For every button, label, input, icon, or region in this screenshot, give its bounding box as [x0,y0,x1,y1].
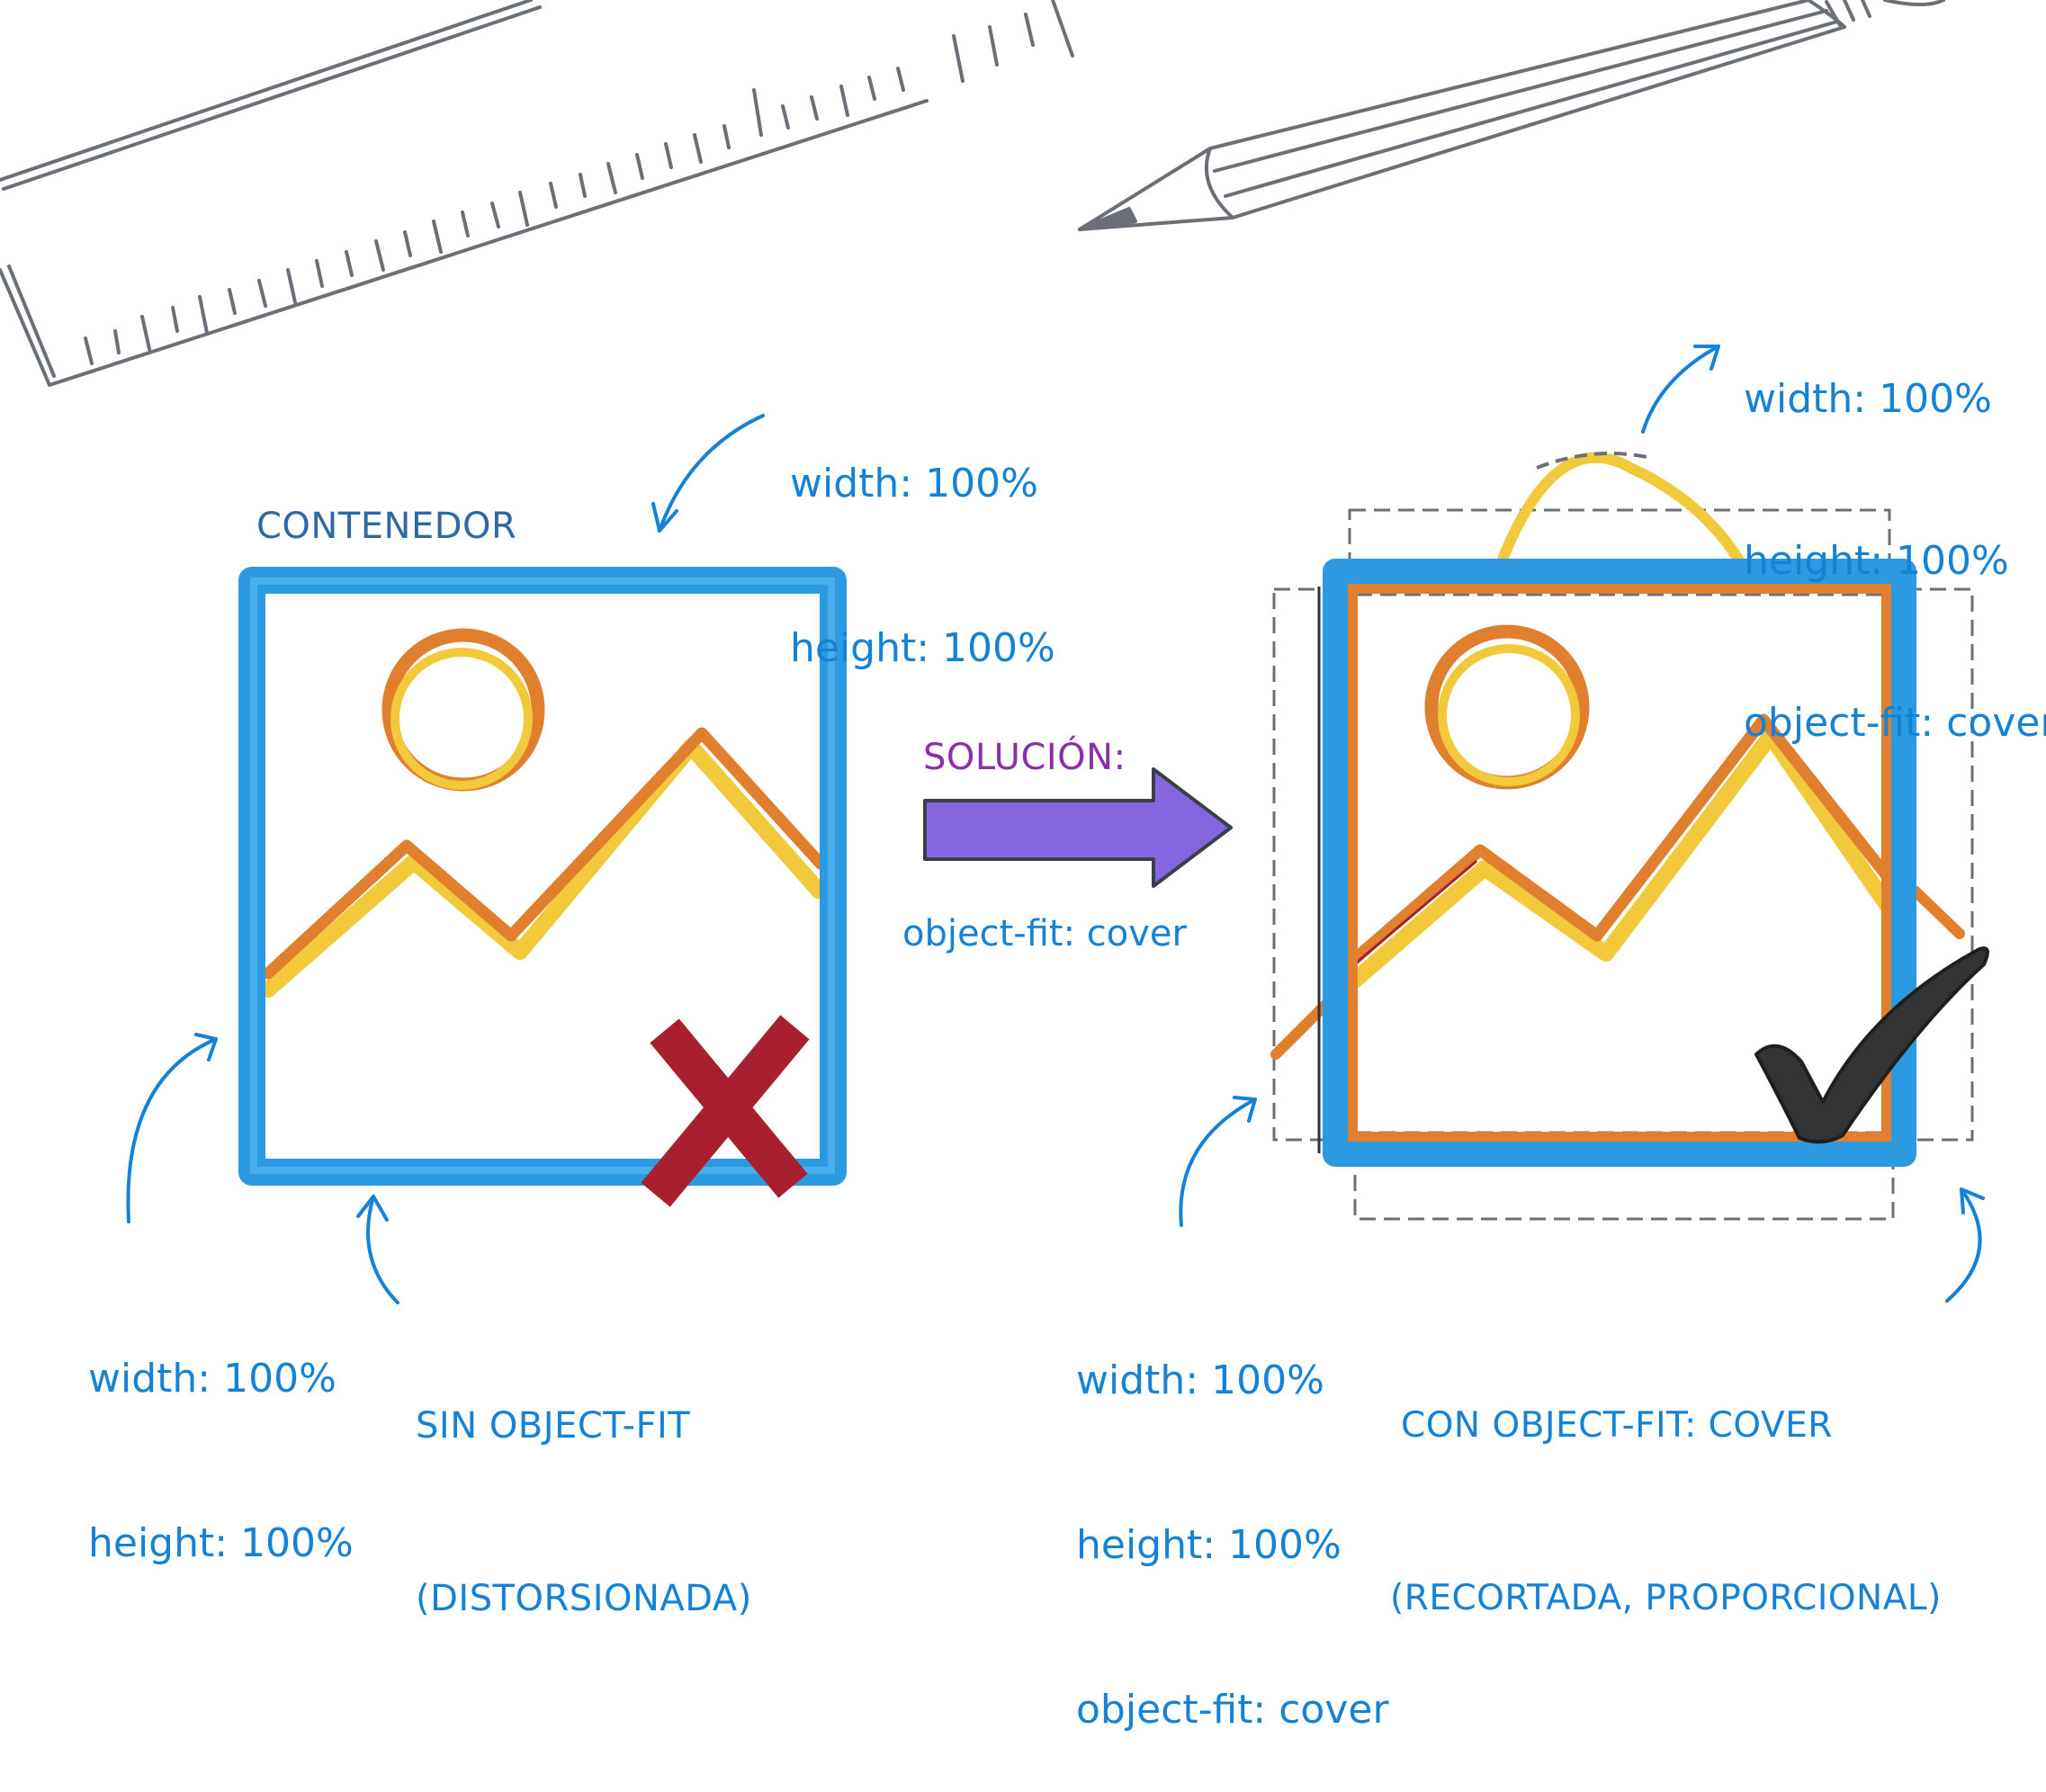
cross-mark-icon [641,1015,810,1207]
css-height-line: height: 100% [88,1520,354,1566]
css-height-line: height: 100% [790,625,1055,671]
left-top-css-label: width: 100% height: 100% [790,346,1055,730]
css-width-line: width: 100% [1744,376,1992,422]
css-width-line: width: 100% [790,461,1038,506]
arrow-to-top-right-label [1641,345,1720,434]
left-caption: SIN OBJECT-FIT (DISTORSIONADA) [416,1282,752,1685]
arrow-right-icon [923,767,1233,888]
middle-css-label: object-fit: cover [902,913,1187,954]
solution-title: SOLUCIÓN: [923,737,1126,778]
arrow-to-top-left-label [651,414,765,533]
right-bottom-css-label: width: 100% height: 100% object-fit: cov… [1076,1243,1389,1792]
css-object-fit-line: object-fit: cover [1076,1687,1389,1733]
css-object-fit-line: object-fit: cover [1744,700,2046,746]
ruler-icon [0,0,1074,387]
diagram-canvas [0,0,1989,1304]
arrow-to-bottom-left-label [126,1033,218,1223]
pencil-icon [1078,0,1945,231]
caption-line: (RECORTADA, PROPORCIONAL) [1390,1578,1942,1618]
css-height-line: height: 100% [1076,1522,1342,1568]
arrow-to-left-caption [356,1195,399,1304]
right-caption: CON OBJECT-FIT: COVER (RECORTADA, PROPOR… [1390,1282,1942,1685]
cover-image-container [1270,452,1989,1221]
container-label: CONTENEDOR [256,506,517,547]
arrow-to-bottom-right-label [1179,1096,1257,1227]
image-placeholder-icon [260,628,827,998]
css-width-line: width: 100% [1076,1357,1324,1403]
arrow-to-right-caption [1945,1187,1985,1303]
caption-line: (DISTORSIONADA) [416,1578,752,1619]
caption-line: SIN OBJECT-FIT [416,1405,691,1447]
css-height-line: height: 100% [1744,538,2009,584]
distorted-image-container [238,567,847,1207]
image-placeholder-icon [1357,624,1888,990]
right-top-css-label: width: 100% height: 100% object-fit: cov… [1744,264,2046,804]
left-bottom-css-label: width: 100% height: 100% [88,1241,354,1626]
caption-line: CON OBJECT-FIT: COVER [1401,1405,1833,1446]
check-mark-icon [1754,946,1989,1144]
css-width-line: width: 100% [88,1356,337,1402]
